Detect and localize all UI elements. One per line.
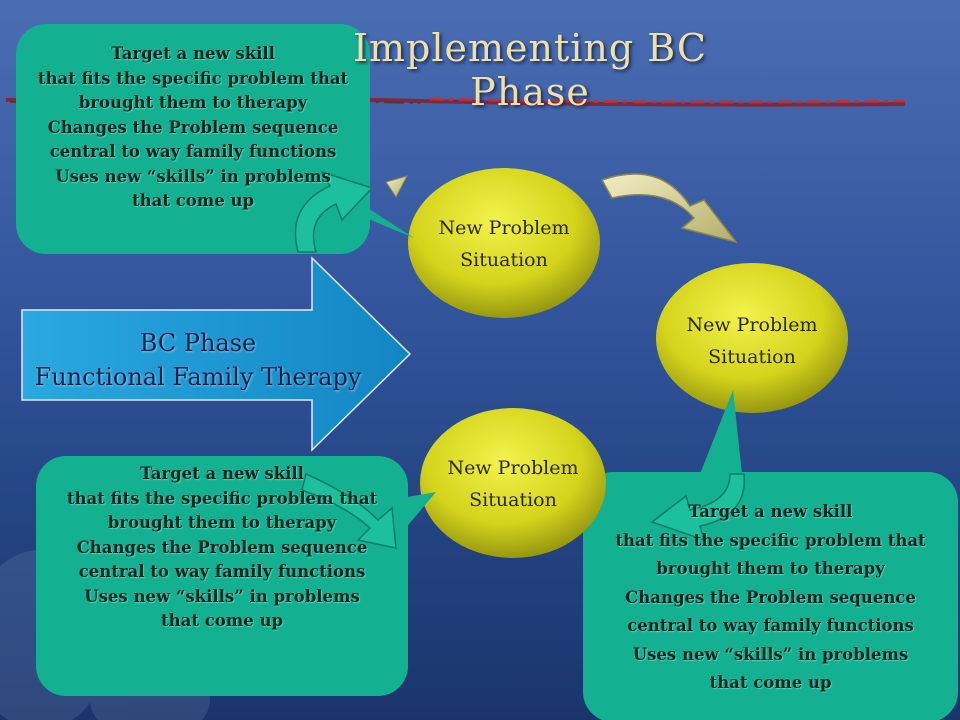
skill-box-bottom-right [583,472,958,720]
skill-line: Target a new skill [688,502,853,521]
situation-label-line1: New Problem [686,314,818,336]
skill-line: that fits the specific problem that [66,488,378,508]
situation-label-line2: Situation [460,249,548,271]
skill-line: that come up [709,673,832,692]
teal-curved-arrow-left [294,170,374,253]
skill-line: Changes the Problem sequence [625,587,916,607]
skill-line: central to way family functions [627,616,914,635]
situation-label-line2: Situation [469,489,557,511]
skill-line: Uses new “skills” in problems [55,166,331,186]
skill-line: that come up [132,191,254,210]
teal-curved-arrow-bottom-left [301,472,397,549]
situation-label-bottom: New Problem Situation [423,452,603,516]
skill-text-bottom-right: Target a new skill that fits the specifi… [583,498,958,698]
bc-phase-subtitle: Functional Family Therapy [34,363,362,391]
situation-ellipse-bottom [420,408,606,558]
callout-tail-bottom-right [700,390,742,474]
skill-line: central to way family functions [49,142,337,161]
skill-box-top-left [16,24,370,254]
skill-line: that come up [161,611,283,630]
skill-box-bottom-left [36,456,408,696]
skill-line: brought them to therapy [78,93,308,112]
skill-line: brought them to therapy [107,513,337,532]
bc-phase-title: BC Phase [139,329,257,357]
skill-line: that fits the specific problem that [37,68,349,88]
skill-line: Uses new “skills” in problems [632,644,909,664]
skill-line: Uses new “skills” in problems [84,586,360,606]
curved-arrow-top-left [385,175,408,198]
situation-label-top: New Problem Situation [414,212,594,276]
skill-line: Target a new skill [111,44,275,63]
situation-ellipse-right [656,263,848,413]
skill-line: Changes the Problem sequence [47,117,339,137]
skill-text-top-left: Target a new skill that fits the specifi… [16,42,370,214]
situation-label-line1: New Problem [447,457,579,479]
bc-phase-label: BC Phase Functional Family Therapy [18,326,378,394]
skill-line: Target a new skill [140,464,304,483]
situation-label-right: New Problem Situation [662,309,842,373]
situation-label-line2: Situation [708,346,796,368]
bc-phase-arrow [21,256,412,452]
skill-text-bottom-left: Target a new skill that fits the specifi… [36,462,408,634]
slide-title: Implementing BC Phase [352,26,707,114]
callout-tail-bottom-left [390,492,436,530]
situation-label-line1: New Problem [438,217,570,239]
skill-line: Changes the Problem sequence [76,537,368,557]
curved-arrow-top-right [600,173,738,244]
skill-line: brought them to therapy [656,559,885,578]
skill-line: that fits the specific problem that [615,530,926,550]
teal-curved-arrow-bottom-right [650,473,746,542]
skill-line: central to way family functions [78,562,366,581]
situation-ellipse-top [408,168,600,318]
